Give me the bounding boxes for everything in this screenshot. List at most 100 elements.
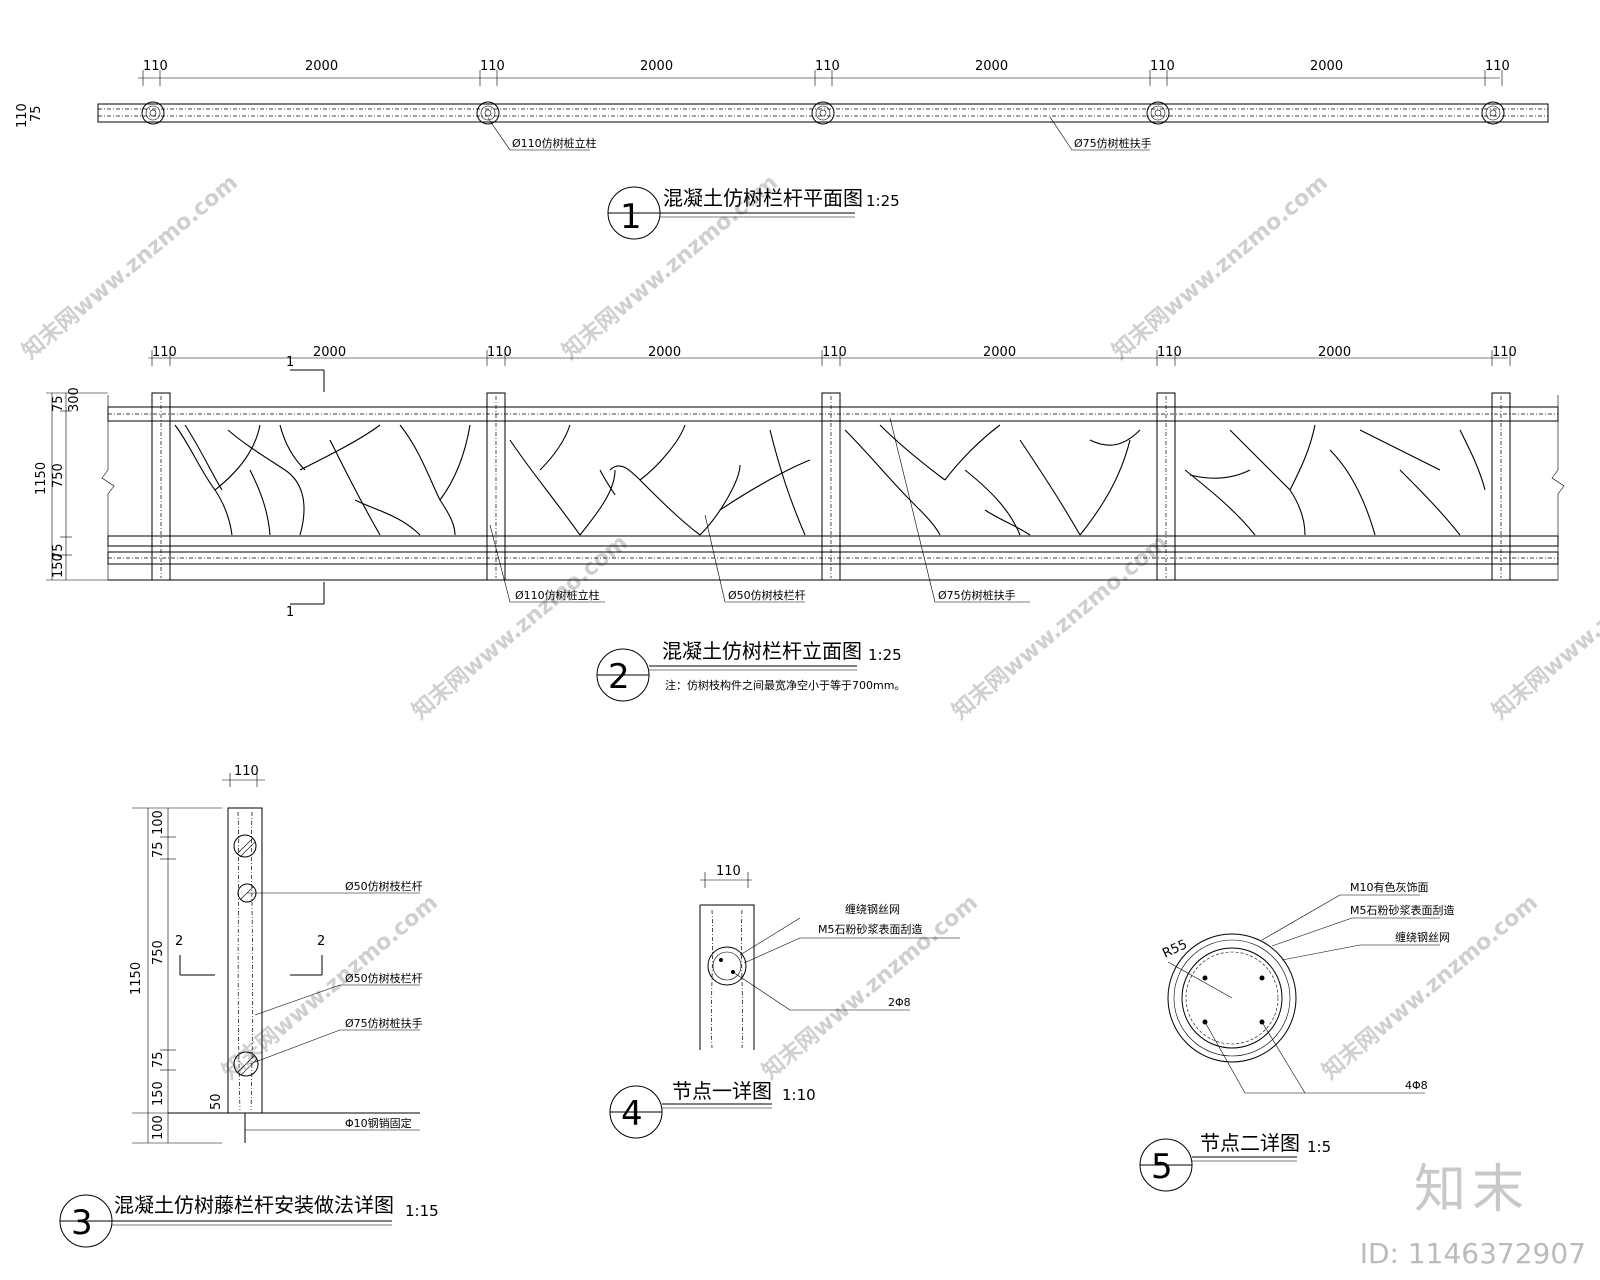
dim-label: 110	[1150, 59, 1175, 74]
dim-label: 75	[29, 105, 44, 122]
dim-label: 110	[234, 764, 259, 779]
section-mark: 2	[317, 934, 325, 949]
view-title: 节点一详图	[672, 1079, 772, 1103]
dim-label: 100	[151, 810, 166, 835]
dim-label: 750	[51, 463, 66, 488]
label-rail: Ø75仿树桩扶手	[938, 588, 1016, 602]
install-label: Ø50仿树枝栏杆	[345, 879, 423, 893]
dim-label: 75	[151, 1051, 166, 1068]
dim-label: 110	[487, 345, 512, 360]
view-scale: 1:5	[1307, 1138, 1331, 1156]
dim-label: 750	[151, 940, 166, 965]
view-scale: 1:25	[868, 646, 902, 664]
dim-label: 110	[1492, 345, 1517, 360]
dim-label: 50	[209, 1093, 224, 1110]
view-title: 混凝土仿树栏杆立面图	[662, 639, 862, 663]
dim-label: 2000	[313, 345, 346, 360]
plan-posts	[141, 101, 1505, 125]
rail-section	[233, 1051, 259, 1077]
dim-label: 1150	[129, 962, 144, 995]
install-label: Ø50仿树枝栏杆	[345, 971, 423, 985]
dim-label: 1150	[34, 462, 49, 495]
view-title: 节点二详图	[1200, 1131, 1300, 1155]
node2-radius: R55	[1160, 937, 1190, 961]
section-mark: 1	[286, 605, 294, 620]
watermark-text: 知末网www.znzmo.com	[407, 529, 633, 724]
dim-label: 110	[480, 59, 505, 74]
node1-post	[699, 904, 755, 1050]
dim-label: 300	[67, 387, 82, 412]
node1-label: 2Φ8	[888, 996, 911, 1009]
node1-detail-view: 110 缠绕钢丝网 M5石粉砂浆表面刮造 2Φ8 4 节点一详图 1:10	[609, 864, 960, 1139]
node1-label: 缠绕钢丝网	[845, 902, 900, 916]
dim-label: 110	[822, 345, 847, 360]
watermark-text: 知末网www.znzmo.com	[217, 889, 443, 1084]
dim-label: 2000	[975, 59, 1008, 74]
plan-dim-ticks	[142, 70, 1503, 86]
view-scale: 1:25	[866, 192, 900, 210]
watermark-text: 知末网www.znzmo.com	[757, 889, 983, 1084]
dim-label: 75	[51, 543, 66, 560]
branch-infill	[174, 424, 1486, 536]
dim-label: 110	[716, 864, 741, 879]
view-title: 混凝土仿树藤栏杆安装做法详图	[114, 1193, 394, 1217]
view-scale: 1:15	[405, 1202, 439, 1220]
install-label: Ø75仿树桩扶手	[345, 1016, 423, 1030]
dim-label: 110	[15, 103, 30, 128]
plan-view: 110 2000 110 2000 110 2000 110 2000 110 …	[15, 59, 1549, 240]
view-number: 1	[620, 197, 642, 237]
watermark-text: 知末网www.znzmo.com	[1107, 169, 1333, 364]
dim-label: 110	[1157, 345, 1182, 360]
section-mark: 2	[175, 934, 183, 949]
watermark-text: 知末网www.znzmo.com	[947, 529, 1173, 724]
watermark-layer: 知末网www.znzmo.com 知末网www.znzmo.com 知末网www…	[17, 169, 1600, 1084]
view-scale: 1:10	[782, 1086, 816, 1104]
dim-label: 2000	[983, 345, 1016, 360]
node1-bar-section	[707, 946, 747, 986]
node1-label: M5石粉砂浆表面刮造	[818, 922, 923, 936]
view-number: 4	[621, 1094, 643, 1134]
section-mark: 1	[286, 355, 294, 370]
dim-label: 150	[151, 1081, 166, 1106]
watermark-id: ID: 1146372907	[1359, 1237, 1586, 1270]
elevation-view: 110 2000 110 2000 110 2000 110 2000 110 …	[34, 345, 1565, 702]
elevation-middle-rail	[107, 535, 1559, 547]
node2-label: M5石粉砂浆表面刮造	[1350, 903, 1455, 917]
view-number: 3	[71, 1203, 93, 1243]
watermark-logo: 知末	[1413, 1160, 1530, 1220]
dim-label: 75	[51, 395, 66, 412]
label-post: Ø110仿树桩立柱	[512, 136, 597, 150]
dim-label: 110	[815, 59, 840, 74]
label-post: Ø110仿树桩立柱	[515, 588, 600, 602]
elevation-note: 注：仿树枝构件之间最宽净空小于等于700mm。	[665, 678, 905, 692]
bar-section	[233, 834, 257, 858]
dim-label: 2000	[648, 345, 681, 360]
dim-label: 110	[143, 59, 168, 74]
dim-label: 2000	[1318, 345, 1351, 360]
dim-label: 2000	[640, 59, 673, 74]
node2-label: M10有色灰饰面	[1350, 880, 1429, 894]
node2-outer-circle	[1167, 933, 1297, 1063]
label-bar: Ø50仿树枝栏杆	[728, 588, 806, 602]
plan-rail	[97, 103, 1549, 123]
dim-label: 110	[1485, 59, 1510, 74]
node2-label: 缠绕钢丝网	[1395, 930, 1450, 944]
label-rail: Ø75仿树桩扶手	[1074, 136, 1152, 150]
view-number: 5	[1151, 1147, 1173, 1187]
dim-label: 150	[51, 553, 66, 578]
dim-label: 110	[152, 345, 177, 360]
dim-label: 75	[151, 841, 166, 858]
watermark-text: 知末网www.znzmo.com	[1487, 529, 1600, 724]
install-label: Φ10钢销固定	[345, 1116, 412, 1130]
install-detail-view: 110 1150 100 75 750 75 150 100 50	[59, 764, 439, 1248]
view-number: 2	[608, 657, 630, 697]
watermark-text: 知末网www.znzmo.com	[1317, 889, 1543, 1084]
dim-label: 2000	[305, 59, 338, 74]
elevation-posts	[151, 392, 1511, 581]
dim-label: 100	[151, 1115, 166, 1140]
dim-label: 2000	[1310, 59, 1343, 74]
view-title: 混凝土仿树栏杆平面图	[663, 186, 863, 210]
watermark-text: 知末网www.znzmo.com	[17, 169, 243, 364]
node2-label: 4Φ8	[1405, 1079, 1428, 1092]
